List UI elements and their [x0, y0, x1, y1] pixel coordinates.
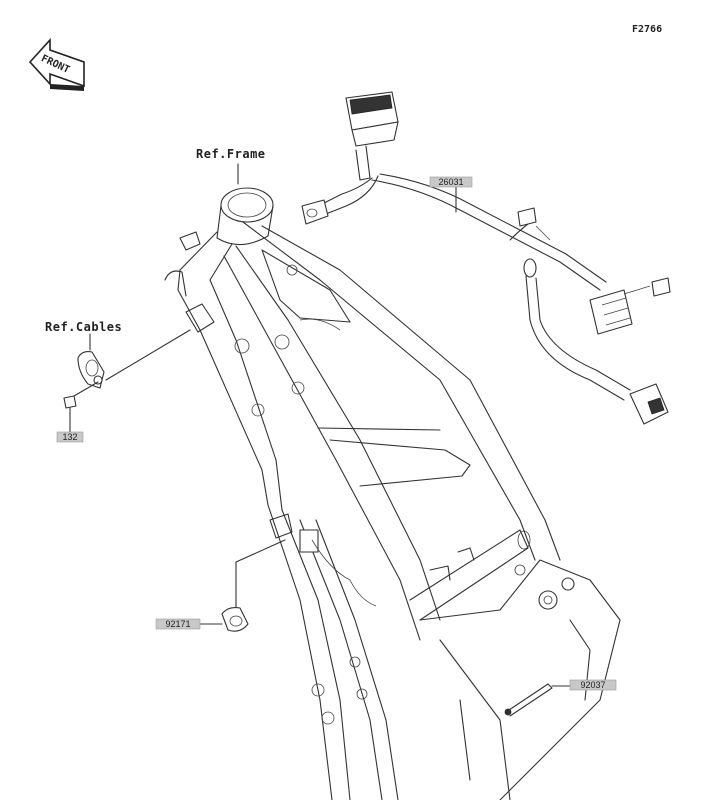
left-connector — [301, 199, 329, 225]
clamp-to-frame-leader — [105, 329, 191, 381]
part-tag-92171[interactable]: 92171 — [155, 618, 201, 630]
bottom-right-connector — [629, 383, 669, 425]
frame — [164, 187, 621, 800]
ref-cables-label: Ref.Cables — [45, 320, 122, 334]
svg-text:132: 132 — [62, 432, 77, 442]
wiring-harness — [301, 91, 671, 425]
diagram-code: F2766 — [632, 24, 662, 35]
band-92037-icon — [504, 683, 553, 717]
front-arrow-icon: FRONT — [28, 37, 85, 91]
svg-text:26031: 26031 — [438, 177, 463, 187]
part-tag-132[interactable]: 132 — [56, 431, 84, 443]
part-tag-26031[interactable]: 26031 — [429, 176, 473, 188]
svg-text:92037: 92037 — [580, 680, 605, 690]
leader-92171-upper — [235, 539, 286, 613]
right-connector — [589, 277, 671, 335]
ref-frame-label: Ref.Frame — [196, 147, 266, 161]
frame-bracket — [299, 529, 319, 553]
part-tag-92037[interactable]: 92037 — [569, 679, 617, 691]
bolt-132-icon — [63, 395, 77, 419]
main-connector — [345, 91, 399, 147]
clamp-92171-icon — [221, 607, 249, 632]
svg-text:92171: 92171 — [165, 619, 190, 629]
cable-clamp — [77, 351, 105, 389]
